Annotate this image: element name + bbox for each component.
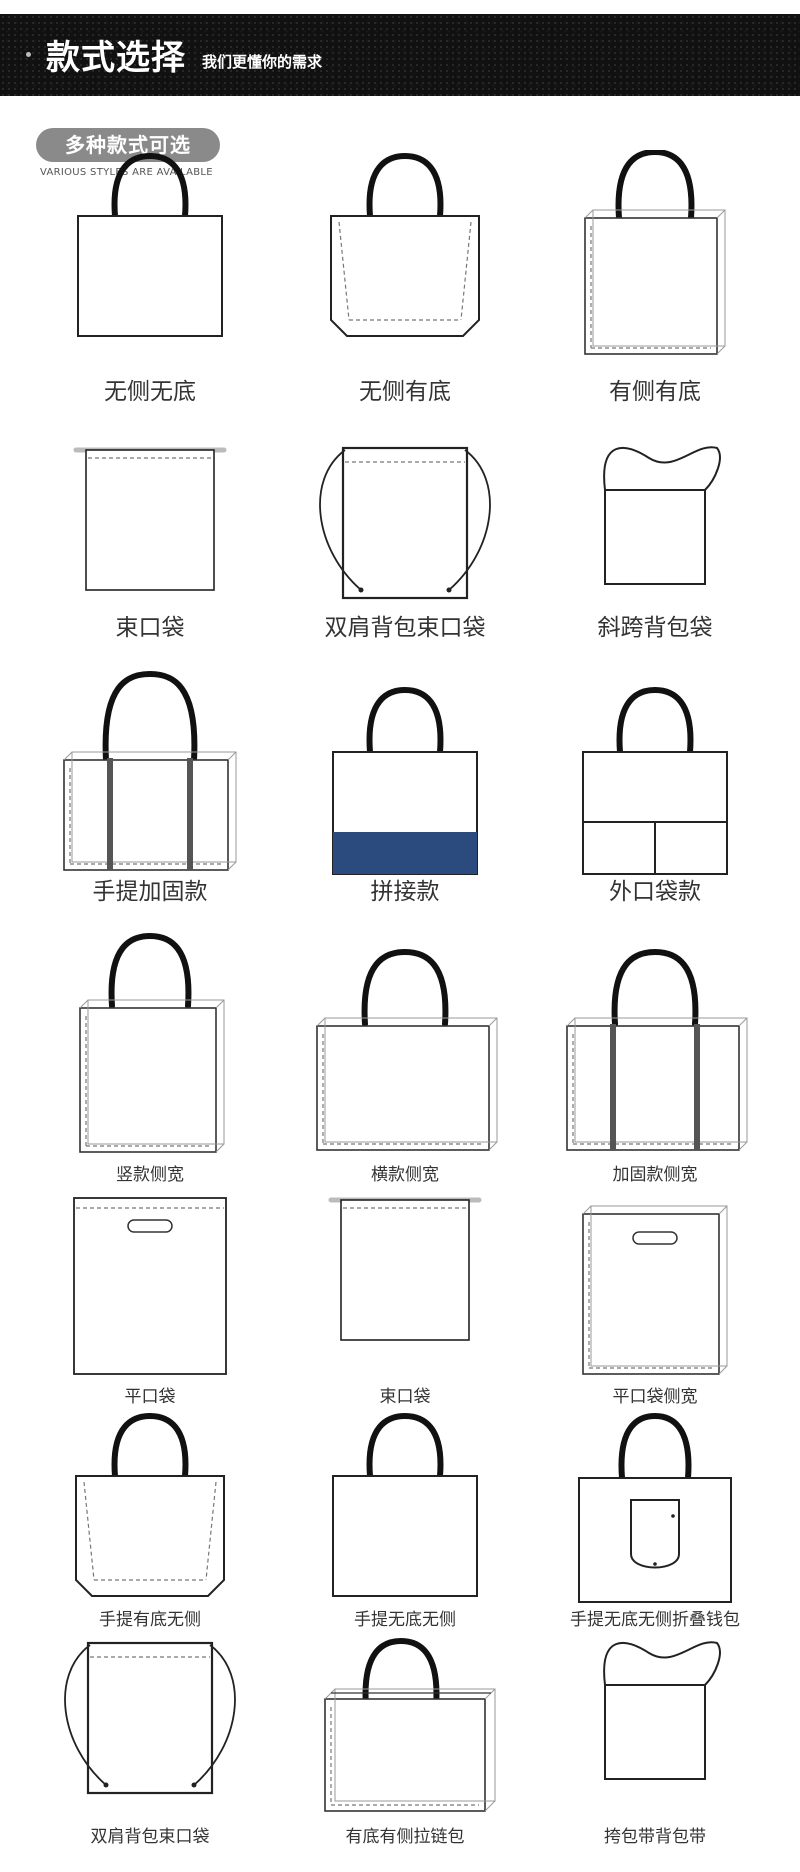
style-card	[545, 1190, 765, 1380]
page-subtitle: 我们更懂你的需求	[202, 53, 323, 71]
style-label: 无侧有底	[359, 379, 451, 405]
die-cut-gusset-bag-icon	[582, 1205, 728, 1375]
header-banner: 款式选择 我们更懂你的需求	[0, 14, 800, 96]
style-label: 有侧有底	[609, 379, 701, 405]
style-label: 平口袋	[124, 1387, 176, 1407]
style-card	[40, 670, 260, 886]
style-card	[295, 1635, 515, 1831]
style-card	[545, 440, 765, 605]
tote-bag-icon	[77, 152, 223, 337]
drawstring-bag-icon	[73, 447, 227, 591]
reinforced-gusset-tote-icon	[566, 948, 748, 1151]
style-card	[40, 1190, 260, 1380]
style-label: 双肩背包束口袋	[90, 1827, 210, 1847]
style-label: 外口袋款	[609, 879, 701, 905]
tote-bag-bottom-icon	[75, 1412, 225, 1597]
foldable-tote-icon	[578, 1412, 732, 1603]
style-label: 挎包带背包带	[604, 1827, 706, 1847]
style-label: 束口袋	[379, 1387, 431, 1407]
crossbody-bag-icon	[603, 446, 721, 585]
style-label: 束口袋	[115, 615, 185, 641]
style-label: 加固款侧宽	[612, 1165, 698, 1185]
style-card	[545, 1410, 765, 1612]
box-tote-icon	[584, 150, 726, 355]
tote-bag-icon	[332, 1412, 478, 1597]
section-pill: 多种款式可选	[36, 128, 220, 162]
style-card	[40, 930, 260, 1158]
style-label: 有底有侧拉链包	[345, 1827, 465, 1847]
style-card	[295, 1190, 515, 1380]
style-card	[295, 150, 515, 365]
pocket-tote-icon	[582, 686, 728, 875]
style-card	[295, 440, 515, 605]
section-english-caption: VARIOUS STYLES ARE AVAILABLE	[40, 167, 213, 178]
style-card	[295, 930, 515, 1158]
drawstring-bag-icon	[328, 1197, 482, 1341]
style-card	[295, 670, 515, 886]
style-label: 拼接款	[370, 879, 440, 905]
style-card	[295, 1410, 515, 1612]
style-label: 双肩背包束口袋	[324, 615, 486, 641]
style-card	[545, 670, 765, 886]
style-card	[40, 1635, 260, 1831]
style-label: 手提加固款	[92, 879, 208, 905]
style-label: 平口袋侧宽	[612, 1387, 698, 1407]
reinforced-tote-icon	[63, 670, 237, 871]
bullet-dot-icon	[26, 52, 31, 57]
drawstring-backpack-icon	[319, 446, 491, 600]
style-label: 横款侧宽	[371, 1165, 439, 1185]
style-label: 手提无底无侧折叠钱包	[570, 1610, 740, 1630]
horizontal-gusset-tote-icon	[316, 948, 498, 1151]
style-card	[545, 1635, 765, 1831]
style-card	[545, 150, 765, 365]
style-card	[40, 440, 260, 605]
page-title: 款式选择	[46, 38, 186, 78]
die-cut-bag-icon	[73, 1197, 227, 1375]
style-label: 无侧无底	[104, 379, 196, 405]
style-card	[40, 150, 260, 365]
crossbody-bag-icon	[603, 1641, 721, 1780]
style-label: 竖款侧宽	[116, 1165, 184, 1185]
style-card	[40, 1410, 260, 1612]
drawstring-backpack-icon	[64, 1641, 236, 1795]
tote-bag-bottom-icon	[330, 152, 480, 337]
zipper-tote-icon	[324, 1637, 496, 1812]
style-card	[545, 930, 765, 1158]
two-tone-tote-icon	[332, 686, 478, 875]
vertical-gusset-tote-icon	[79, 932, 225, 1153]
style-label: 手提有底无侧	[99, 1610, 201, 1630]
style-label: 斜跨背包袋	[597, 615, 713, 641]
style-label: 手提无底无侧	[354, 1610, 456, 1630]
